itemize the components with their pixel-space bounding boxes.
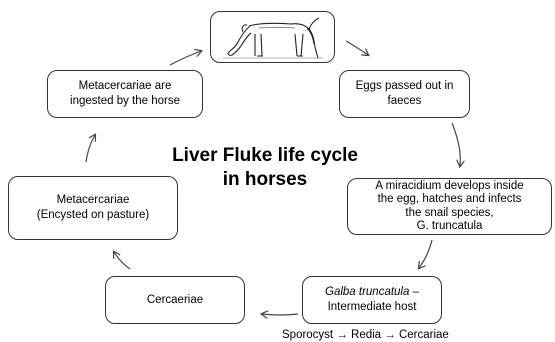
arrow-miracidium-to-snail xyxy=(419,240,432,268)
ingested-text-line-1: Metacercariae are xyxy=(79,79,172,94)
cercaeriae-text: Cercaeriae xyxy=(147,293,203,308)
horse-node xyxy=(210,11,335,63)
snail-text-line-1: Galba truncatula – xyxy=(325,285,419,300)
miracidium-text-line-1: A miracidium develops inside xyxy=(375,180,523,194)
diagram-title: Liver Fluke life cycle in horses xyxy=(140,144,390,192)
miracidium-text-line-4: G. truncatula xyxy=(417,220,483,234)
ingested-node: Metacercariae are ingested by the horse xyxy=(47,70,203,118)
snail-stages-caption: Sporocyst → Redia → Cercariae xyxy=(282,329,449,341)
eggs-text-line-1: Eggs passed out in xyxy=(356,79,454,94)
snail-species-name: Galba truncatula xyxy=(325,286,409,298)
title-line-1: Liver Fluke life cycle xyxy=(140,144,390,168)
ingested-text-line-2: ingested by the horse xyxy=(70,94,180,109)
eggs-text-line-2: faeces xyxy=(388,94,422,109)
arrow-eggs-to-miracidium xyxy=(452,123,460,166)
arrow-snail-to-cercaeriae xyxy=(262,314,298,315)
snail-node: Galba truncatula – Intermediate host xyxy=(302,276,442,324)
encysted-text-line-2: (Encysted on pasture) xyxy=(37,208,150,223)
miracidium-text-line-3: the snail species, xyxy=(405,207,493,221)
arrow-ingested-to-horse xyxy=(170,51,201,65)
title-line-2: in horses xyxy=(140,168,390,192)
encysted-text-line-1: Metacercariae xyxy=(57,193,130,208)
miracidium-text-line-2: the egg, hatches and infects xyxy=(378,193,522,207)
arrow-horse-to-eggs xyxy=(346,41,368,55)
cercaeriae-node: Cercaeriae xyxy=(105,276,245,324)
snail-text-line-2: Intermediate host xyxy=(328,300,417,315)
arrow-cercaeriae-to-encysted xyxy=(114,252,130,269)
snail-dash: – xyxy=(409,286,419,298)
grazing-horse-icon xyxy=(219,14,327,60)
arrow-encysted-to-ingested xyxy=(86,135,95,162)
eggs-node: Eggs passed out in faeces xyxy=(339,70,470,118)
